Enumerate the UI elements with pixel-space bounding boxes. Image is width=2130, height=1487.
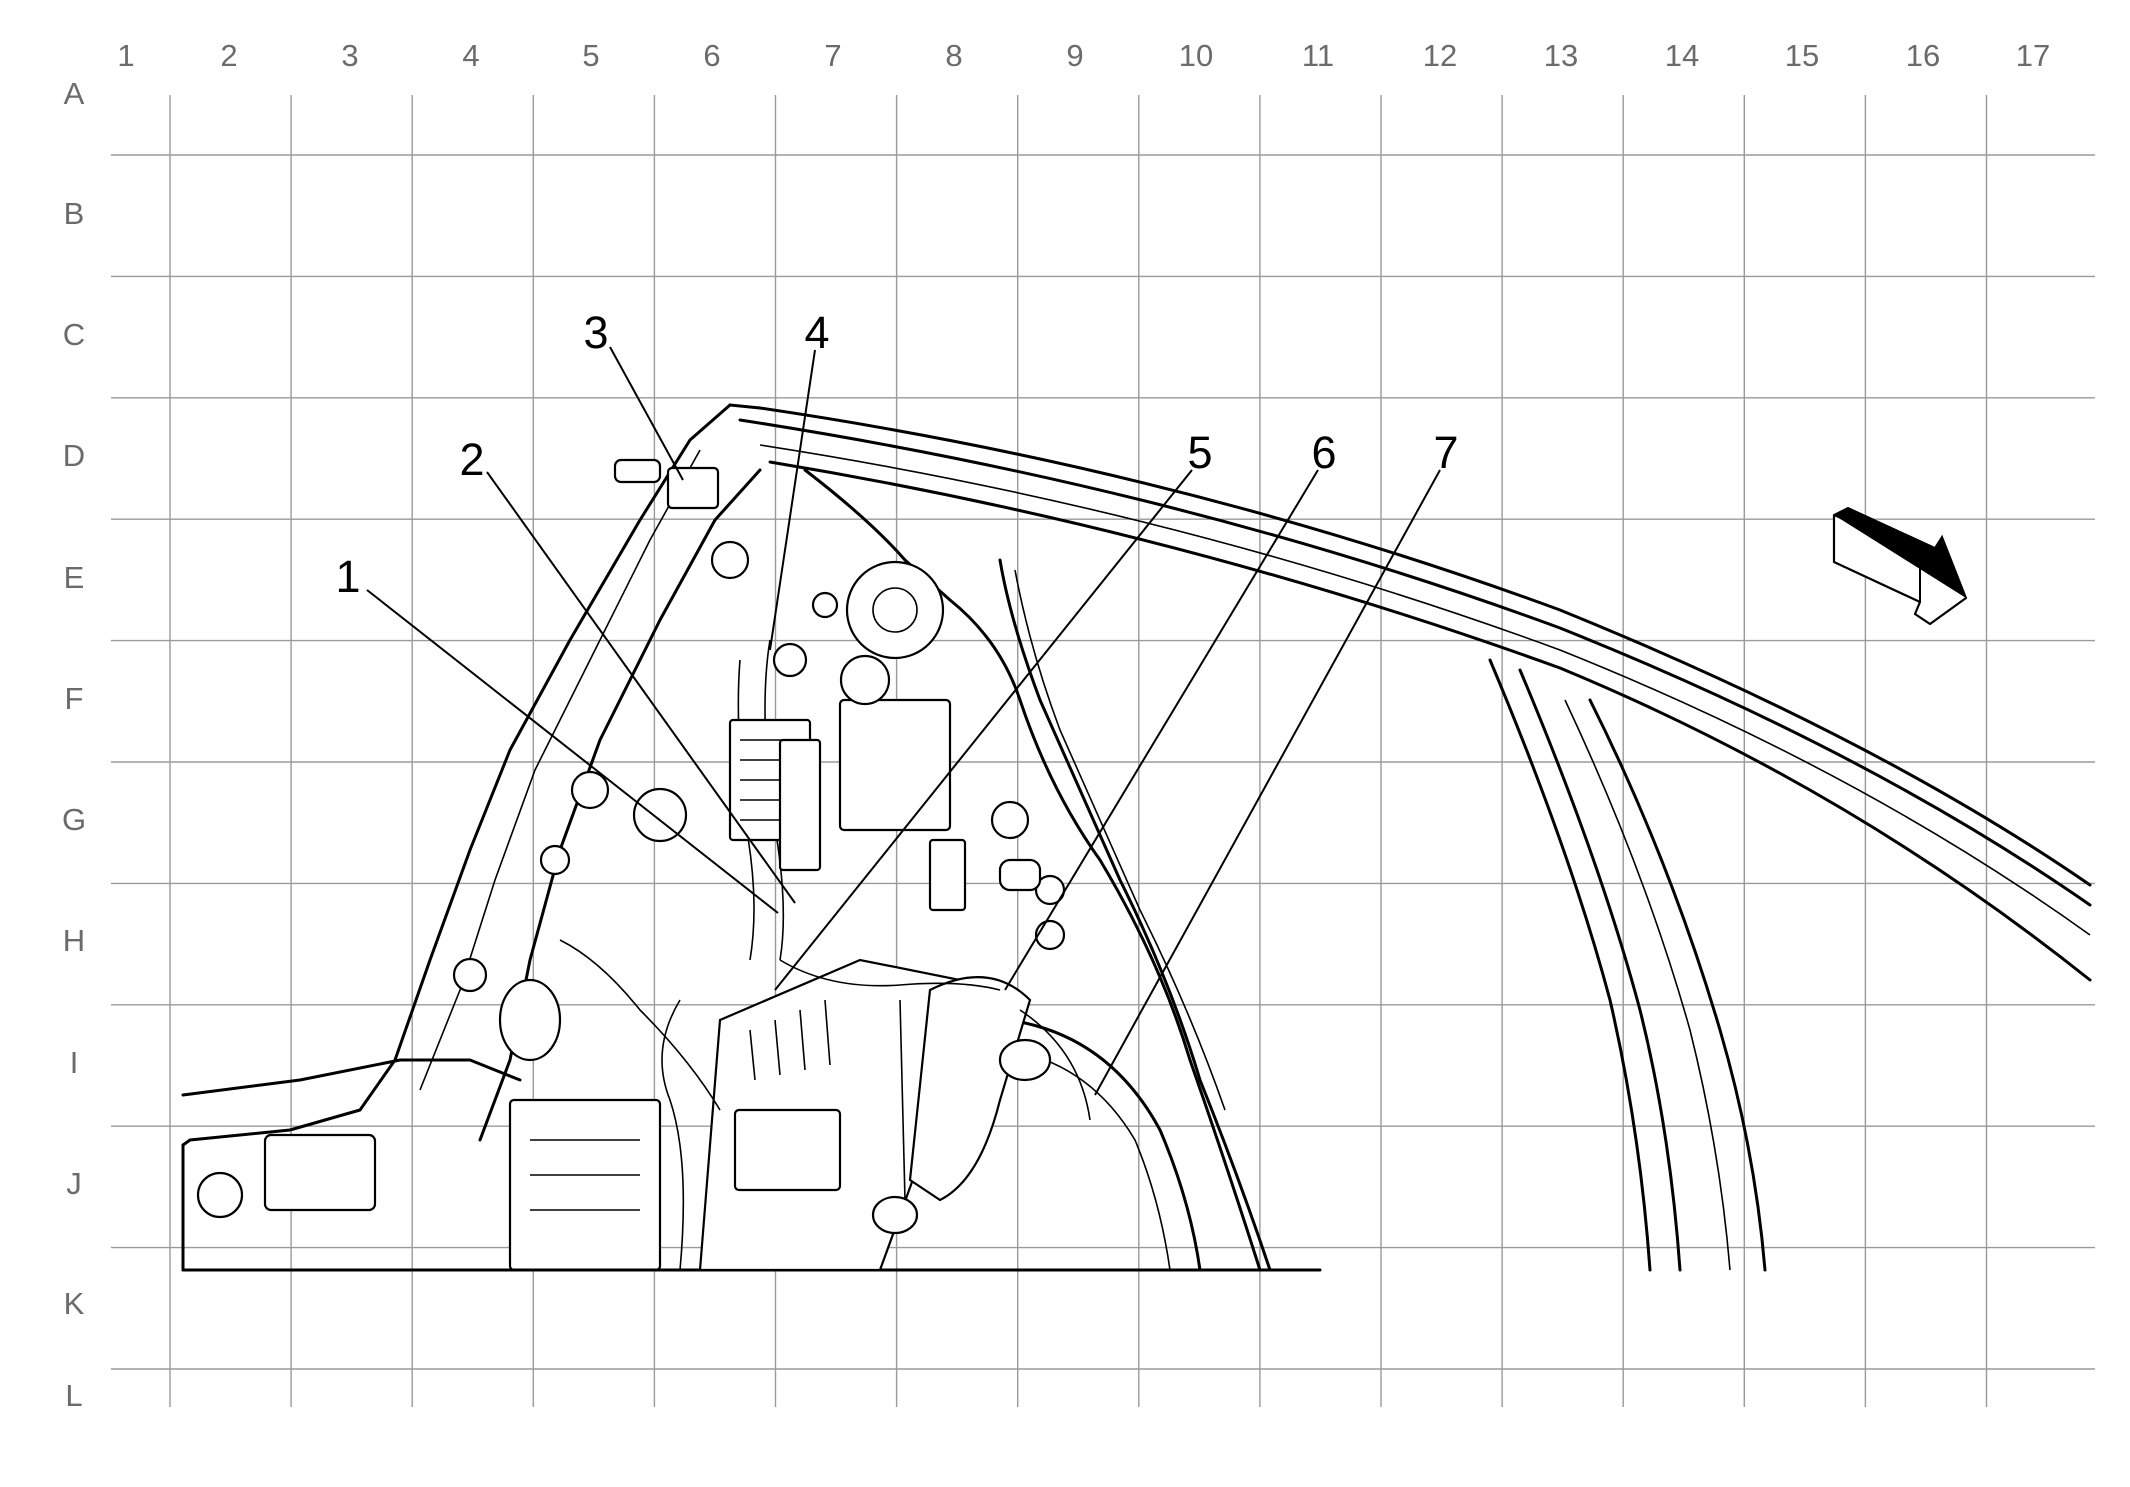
row-label-K: K	[64, 1286, 85, 1321]
column-label-14: 14	[1665, 38, 1699, 73]
column-label-13: 13	[1544, 38, 1578, 73]
column-label-17: 17	[2016, 38, 2050, 73]
row-label-J: J	[66, 1166, 82, 1201]
leader-1	[366, 589, 779, 914]
column-label-3: 3	[341, 38, 358, 73]
leader-3	[609, 346, 684, 481]
leader-2	[486, 471, 796, 904]
column-label-11: 11	[1302, 38, 1334, 73]
column-label-10: 10	[1179, 38, 1213, 73]
callout-numbers: 1 2 3 4 5 6 7	[335, 307, 1458, 602]
row-label-D: D	[63, 438, 85, 473]
leader-7	[1094, 469, 1441, 1096]
callout-7: 7	[1433, 427, 1458, 478]
callout-3: 3	[583, 307, 608, 358]
row-label-H: H	[63, 923, 85, 958]
leader-5	[774, 469, 1193, 991]
forward-arrow-icon	[1832, 506, 1968, 626]
callout-6: 6	[1311, 427, 1336, 478]
row-label-A: A	[64, 76, 85, 111]
row-label-L: L	[65, 1378, 82, 1413]
column-label-12: 12	[1423, 38, 1457, 73]
callout-4: 4	[804, 307, 829, 358]
row-labels: A B C D E F G H I J K L	[62, 76, 86, 1413]
callout-1: 1	[335, 551, 360, 602]
row-label-E: E	[64, 560, 85, 595]
leader-4	[769, 349, 816, 651]
callout-5: 5	[1187, 427, 1212, 478]
column-label-9: 9	[1066, 38, 1083, 73]
row-label-I: I	[70, 1045, 79, 1080]
column-label-6: 6	[703, 38, 720, 73]
column-label-8: 8	[945, 38, 962, 73]
column-label-15: 15	[1785, 38, 1819, 73]
column-label-2: 2	[220, 38, 237, 73]
row-label-G: G	[62, 802, 86, 837]
column-label-5: 5	[582, 38, 599, 73]
row-label-B: B	[64, 196, 85, 231]
callout-leader-lines	[366, 346, 1441, 1096]
reference-grid	[111, 95, 2095, 1407]
row-label-C: C	[63, 317, 85, 352]
column-label-1: 1	[117, 38, 134, 73]
leader-6	[1004, 469, 1319, 991]
column-label-4: 4	[462, 38, 479, 73]
column-label-7: 7	[824, 38, 841, 73]
callout-2: 2	[459, 434, 484, 485]
vehicle-body-structure	[181, 403, 2092, 1272]
column-label-16: 16	[1906, 38, 1940, 73]
row-label-F: F	[65, 681, 84, 716]
